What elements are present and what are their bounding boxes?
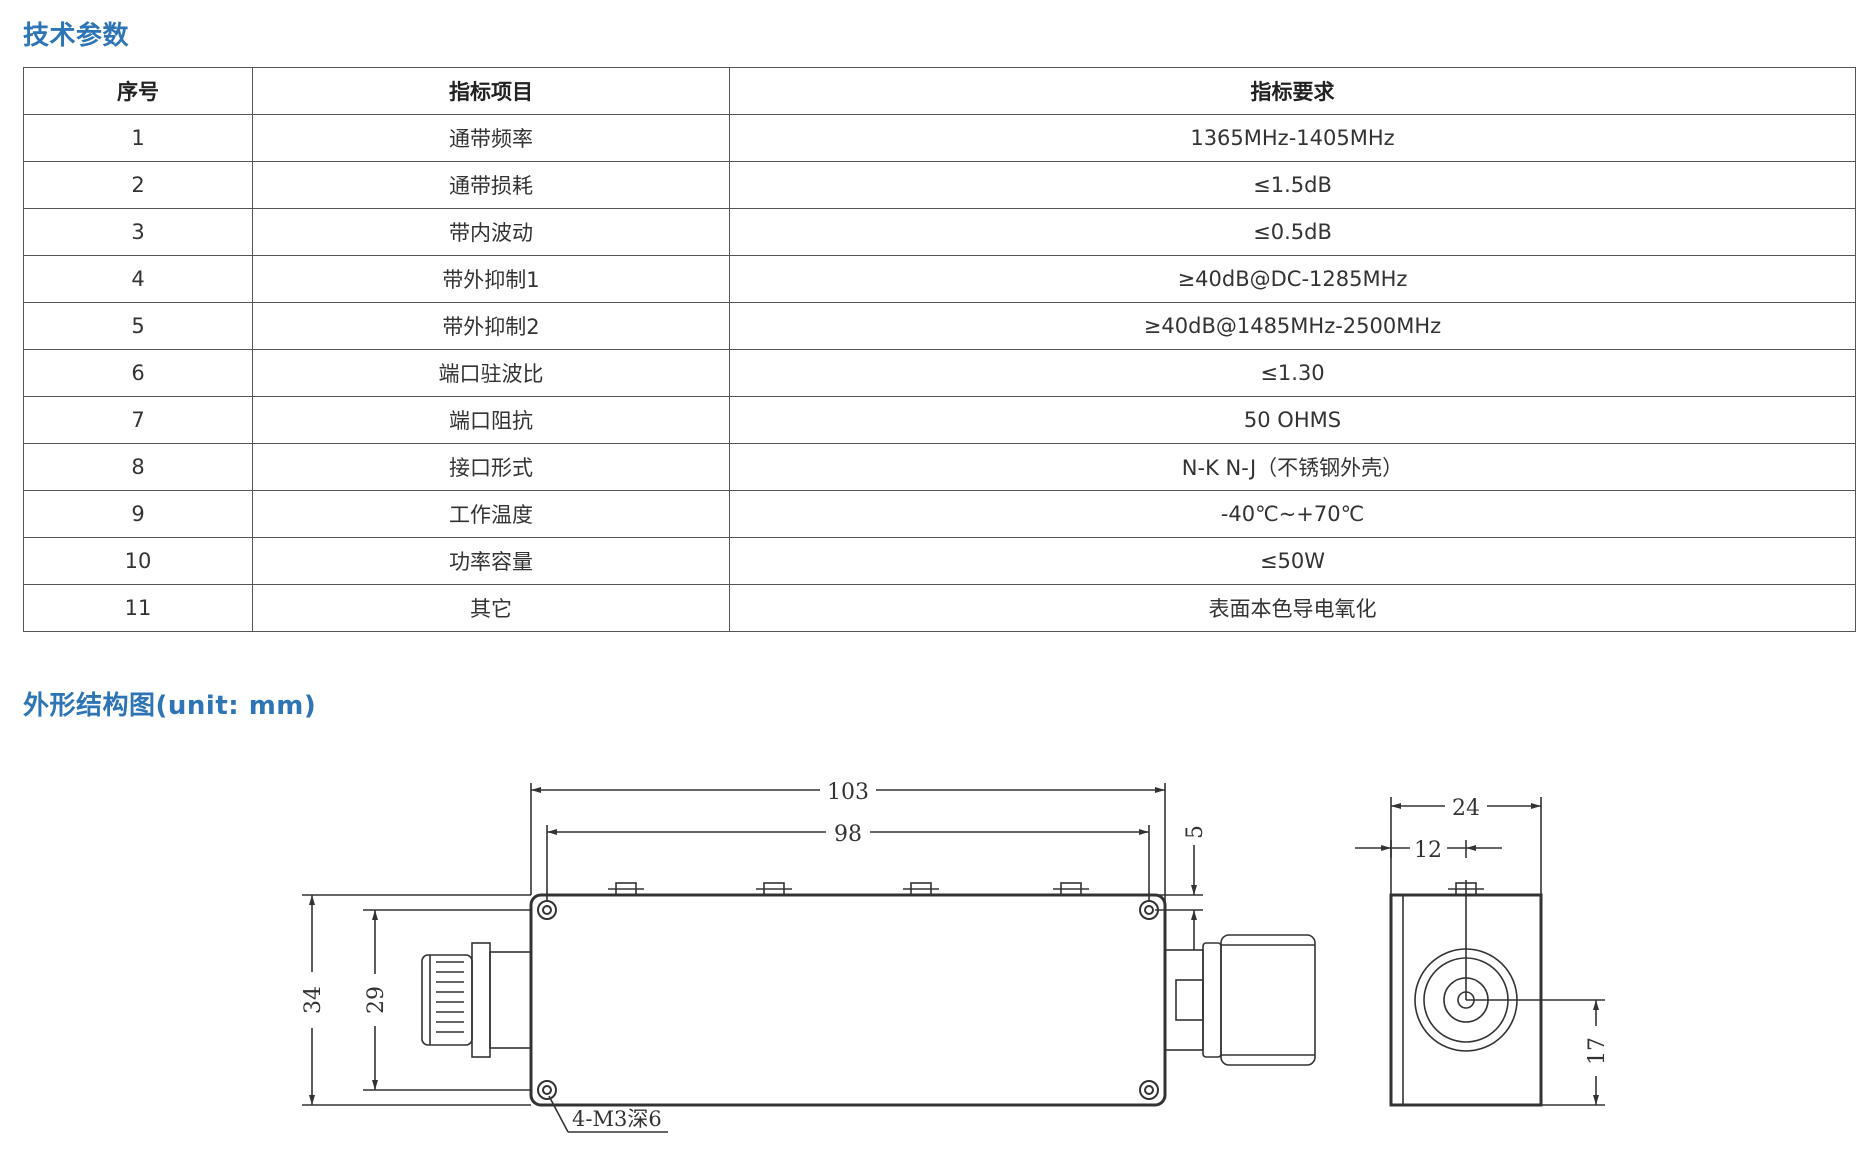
cell-item: 带外抑制1: [252, 255, 730, 303]
cell-index: 8: [23, 443, 253, 491]
dim-half-width: 12: [1414, 838, 1442, 863]
cell-requirement: ≥40dB@1485MHz-2500MHz: [729, 302, 1856, 350]
cell-requirement: 50 OHMS: [729, 396, 1856, 444]
cell-item: 通带频率: [252, 114, 730, 162]
table-header-row: 序号 指标项目 指标要求: [23, 67, 1856, 115]
cell-item: 功率容量: [252, 537, 730, 585]
cell-index: 9: [23, 490, 253, 538]
cell-requirement: ≤1.30: [729, 349, 1856, 397]
cell-index: 2: [23, 161, 253, 209]
dim-inner-length: 98: [834, 822, 862, 847]
cell-requirement: -40℃~+70℃: [729, 490, 1856, 538]
cell-index: 4: [23, 255, 253, 303]
cell-requirement: ≤0.5dB: [729, 208, 1856, 256]
cell-item: 带内波动: [252, 208, 730, 256]
cell-item: 其它: [252, 584, 730, 632]
cell-item: 端口阻抗: [252, 396, 730, 444]
section-title-specs: 技术参数: [23, 21, 130, 51]
cell-item: 带外抑制2: [252, 302, 730, 350]
dim-top-offset: 5: [1183, 825, 1208, 839]
cell-index: 3: [23, 208, 253, 256]
cell-requirement: 1365MHz-1405MHz: [729, 114, 1856, 162]
hole-note: 4-M3深6: [572, 1107, 662, 1131]
cell-requirement: 表面本色导电氧化: [729, 584, 1856, 632]
cell-index: 1: [23, 114, 253, 162]
cell-requirement: N-K N-J（不锈钢外壳）: [729, 443, 1856, 491]
tuning-screws: [608, 882, 1089, 896]
cell-requirement: ≤1.5dB: [729, 161, 1856, 209]
right-connector-nj: [1164, 934, 1316, 1066]
left-connector-nk: [421, 942, 532, 1058]
cell-requirement: ≤50W: [729, 537, 1856, 585]
header-item: 指标项目: [252, 67, 730, 115]
cell-index: 6: [23, 349, 253, 397]
cell-index: 5: [23, 302, 253, 350]
header-requirement: 指标要求: [729, 67, 1856, 115]
header-index: 序号: [23, 67, 253, 115]
dim-width: 24: [1452, 796, 1480, 821]
filter-body: [529, 893, 1167, 1107]
section-title-outline: 外形结构图(unit: mm): [23, 691, 317, 721]
cell-index: 10: [23, 537, 253, 585]
cell-index: 7: [23, 396, 253, 444]
outline-drawing: 103 98 5 34 29 4-M3深6 24 12 17: [301, 780, 1610, 1133]
mounting-holes: [537, 900, 1159, 1100]
cell-item: 通带损耗: [252, 161, 730, 209]
side-view: [1389, 880, 1543, 1107]
cell-requirement: ≥40dB@DC-1285MHz: [729, 255, 1856, 303]
cell-item: 接口形式: [252, 443, 730, 491]
cell-item: 工作温度: [252, 490, 730, 538]
dim-inner-height: 29: [364, 986, 389, 1014]
cell-index: 11: [23, 584, 253, 632]
cell-item: 端口驻波比: [252, 349, 730, 397]
dim-height: 34: [301, 986, 326, 1014]
dim-connector-height: 17: [1585, 1037, 1610, 1065]
dim-overall-length: 103: [827, 780, 869, 805]
